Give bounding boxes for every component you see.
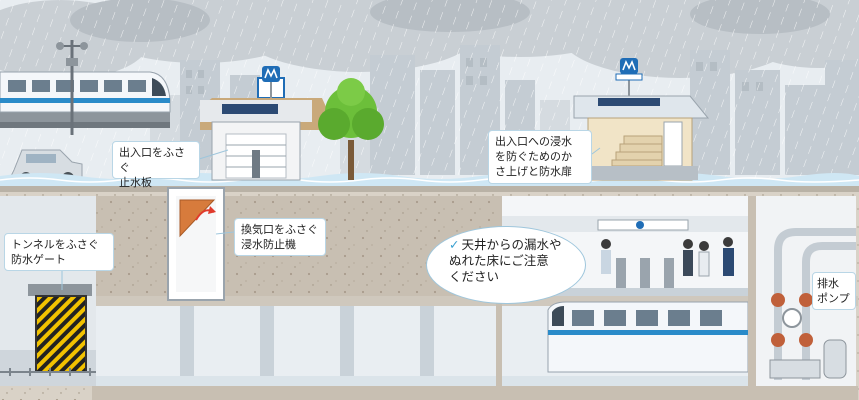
- passengers: [601, 237, 734, 277]
- elevated-railway: [0, 71, 171, 128]
- callout-raised-entrance-text: 出入口への浸水 を防ぐためのか さ上げと防水扉: [495, 135, 572, 178]
- metro-logo-icon: [620, 58, 638, 74]
- waterproof-gate: [35, 295, 87, 373]
- callout-flood-board: 出入口をふさぐ 止水板: [112, 141, 200, 189]
- train: [0, 71, 171, 113]
- callout-drain-pump-text: 排水 ポンプ: [817, 277, 850, 305]
- station-entrance-left: [200, 66, 332, 181]
- caution-text: 天井からの漏水や ぬれた床にご注意 ください: [449, 237, 562, 284]
- callout-vent-device: 換気口をふさぐ 浸水防止機: [234, 218, 326, 256]
- callout-tunnel-gate-text: トンネルをふさぐ 防水ゲート: [11, 238, 99, 266]
- tunnel-section-left: [0, 196, 96, 386]
- vent-shaft: [167, 187, 225, 301]
- pump-valves: [771, 293, 813, 347]
- caution-speech-bubble: ✓天井からの漏水や ぬれた床にご注意 ください: [426, 226, 586, 304]
- anemometer-icon: [56, 40, 88, 135]
- callout-raised-entrance: 出入口への浸水 を防ぐためのか さ上げと防水扉: [488, 130, 592, 184]
- callout-tunnel-gate: トンネルをふさぐ 防水ゲート: [4, 233, 114, 271]
- callout-flood-board-text: 出入口をふさぐ 止水板: [119, 146, 185, 189]
- pump-room: [756, 196, 856, 386]
- callout-drain-pump: 排水 ポンプ: [812, 272, 856, 310]
- underground-train: [547, 301, 749, 373]
- metro-logo-icon: [262, 66, 280, 82]
- callout-vent-device-text: 換気口をふさぐ 浸水防止機: [241, 223, 318, 251]
- tree: [318, 78, 384, 180]
- check-icon: ✓: [449, 237, 460, 252]
